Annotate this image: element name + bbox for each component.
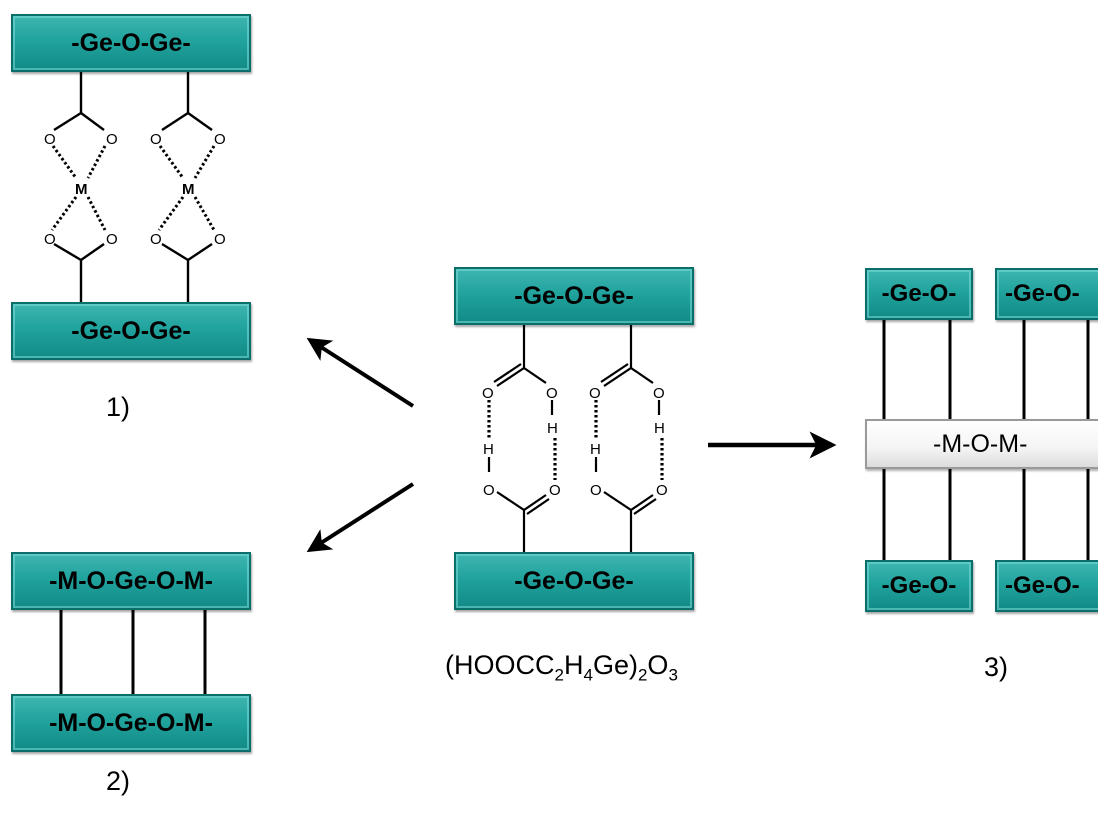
panel3-top-bar-left: -Ge-O- [865,268,973,320]
caption-2: 2) [106,766,131,796]
panel2-top-bar: -M-O-Ge-O-M- [11,552,251,610]
center-bottom-bar: -Ge-O-Ge- [454,552,694,610]
panel2-bottom-bar: -M-O-Ge-O-M- [11,694,251,752]
panel1-bottom-bar-label: -Ge-O-Ge- [71,316,191,345]
panel2-links [59,610,207,694]
panel1-oxygen-label: O [106,131,118,148]
center-right-dimer [594,325,664,552]
center-oxygen-label: O [549,482,561,499]
panel2-top-bar-label: -M-O-Ge-O-M- [49,566,213,595]
panel3-bottom-bar-left-label: -Ge-O- [881,572,957,599]
center-hydrogen-label: H [654,420,665,437]
center-oxygen-label: O [590,482,602,499]
panel1-oxygen-label: O [214,231,226,248]
panel1-structure: O O O O O O O O M M [44,72,226,302]
panel3-bottom-bar-left: -Ge-O- [865,560,973,612]
panel3-bottom-bar-right: -Ge-O- [995,560,1098,612]
panel1-oxygen-label: O [44,131,56,148]
panel1-bottom-bar: -Ge-O-Ge- [11,302,251,360]
panel3-metal-oxide-label: -M-O-M- [933,429,1028,458]
panel1-top-bar-label: -Ge-O-Ge- [71,28,191,57]
center-structure: O O H H O O O O H H O O [482,325,668,552]
center-hydrogen-label: H [547,420,558,437]
panel1-metal-label: M [75,181,88,198]
precursor-formula: (HOOCC2H4Ge)2O3 [445,650,678,685]
panel1-oxygen-label: O [150,131,162,148]
center-hydrogen-label: H [590,441,601,458]
center-oxygen-label: O [656,482,668,499]
panel3-top-bar-right: -Ge-O- [995,268,1098,320]
panel1-oxygen-label: O [214,131,226,148]
center-top-bar: -Ge-O-Ge- [454,267,694,325]
center-left-dimer [487,325,557,552]
center-oxygen-label: O [653,385,665,402]
panel3-metal-oxide-layer: -M-O-M- [865,419,1098,469]
center-oxygen-label: O [546,385,558,402]
caption-3: 3) [984,652,1009,682]
panel3-bottom-bar-right-label: -Ge-O- [1005,572,1080,599]
panel1-top-bar: -Ge-O-Ge- [11,14,251,72]
panel1-right-chelate [157,72,216,302]
arrow-to-panel1 [306,337,415,408]
center-oxygen-label: O [482,385,494,402]
panel3-top-bar-right-label: -Ge-O- [1005,280,1080,307]
arrow-to-panel2 [306,482,415,553]
panel3-top-bar-left-label: -Ge-O- [881,280,957,307]
center-top-bar-label: -Ge-O-Ge- [514,281,634,310]
panel1-oxygen-label: O [44,231,56,248]
center-bottom-bar-label: -Ge-O-Ge- [514,566,634,595]
caption-1: 1) [106,392,131,422]
panel1-oxygen-label: O [106,231,118,248]
center-oxygen-label: O [589,385,601,402]
panel2-bottom-bar-label: -M-O-Ge-O-M- [49,708,213,737]
panel1-metal-label: M [182,181,195,198]
panel1-left-chelate [50,72,107,302]
center-hydrogen-label: H [483,441,494,458]
center-oxygen-label: O [483,482,495,499]
panel1-oxygen-label: O [150,231,162,248]
